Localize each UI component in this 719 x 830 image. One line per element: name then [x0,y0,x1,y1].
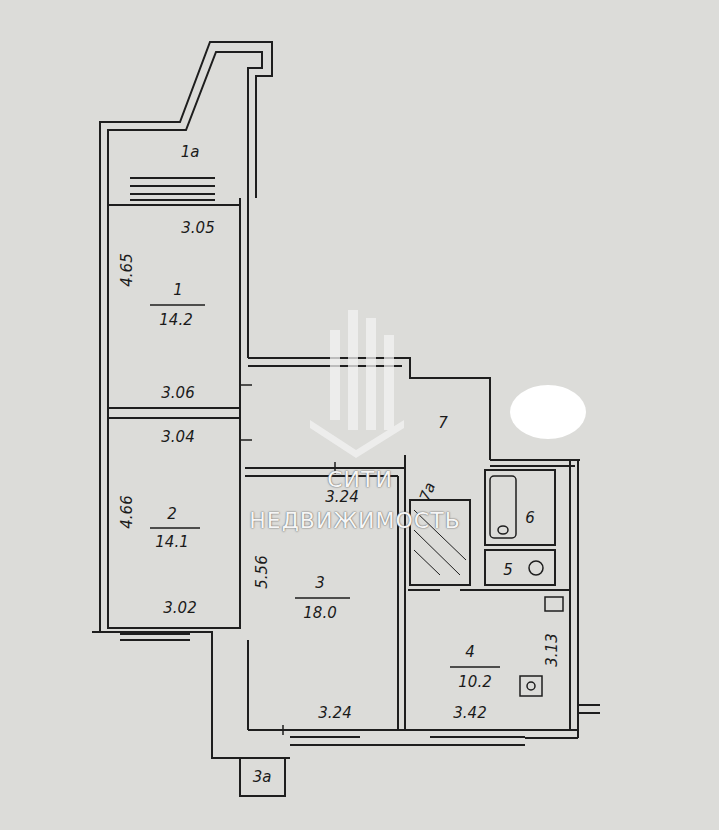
room-number: 7 [438,416,448,431]
watermark-logo [310,310,404,458]
white-blot [510,385,586,439]
room-number: 3а [253,770,272,785]
room-number: 6 [525,511,535,526]
room-area: 14.2 [159,313,192,328]
dimension: 4.66 [120,495,135,528]
room-area: 14.1 [155,535,188,550]
dimension: 3.24 [318,706,351,721]
fixtures [414,476,563,696]
dimension: 3.05 [181,221,214,236]
watermark: СИТИ [327,469,393,491]
room-area: 18.0 [303,606,336,621]
room-number: 3 [315,576,325,591]
dimension: 3.24 [325,490,358,505]
dimension: 3.42 [453,706,486,721]
room-number: 1 [173,283,183,298]
walls [92,42,600,796]
dimension: 4.65 [120,253,135,286]
dimension: 5.56 [255,555,270,588]
room-number: 5 [503,563,513,578]
dimension: 3.06 [161,386,194,401]
room-number: 4 [465,645,475,660]
dimension: 3.04 [161,430,194,445]
dimension: 3.02 [163,601,196,616]
room-number: 2 [167,507,177,522]
room-area: 10.2 [458,675,491,690]
dimension: 3.13 [545,633,560,666]
room-number: 1а [181,145,200,160]
watermark: НЕДВИЖИМОСТЬ [249,510,461,532]
